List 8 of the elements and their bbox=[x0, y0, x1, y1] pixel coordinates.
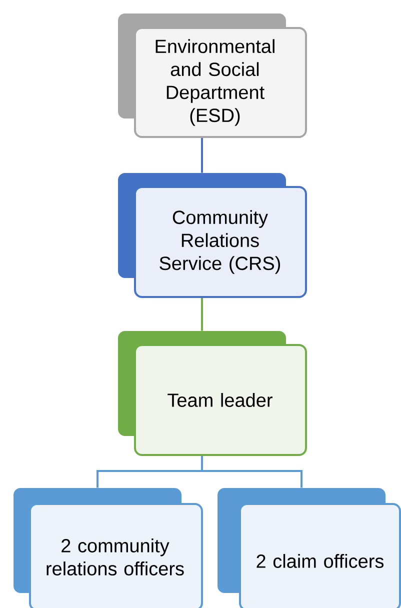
connector-line bbox=[201, 298, 203, 331]
connector-line bbox=[201, 138, 203, 173]
org-box: Community Relations Service (CRS) bbox=[118, 173, 307, 298]
org-box: Environmental and Social Department (ESD) bbox=[118, 14, 307, 138]
connector-line bbox=[201, 456, 302, 488]
org-box: 2 community relations officers bbox=[14, 488, 203, 608]
org-box: 2 claim officers bbox=[218, 488, 401, 608]
org-box: Team leader bbox=[118, 331, 307, 456]
